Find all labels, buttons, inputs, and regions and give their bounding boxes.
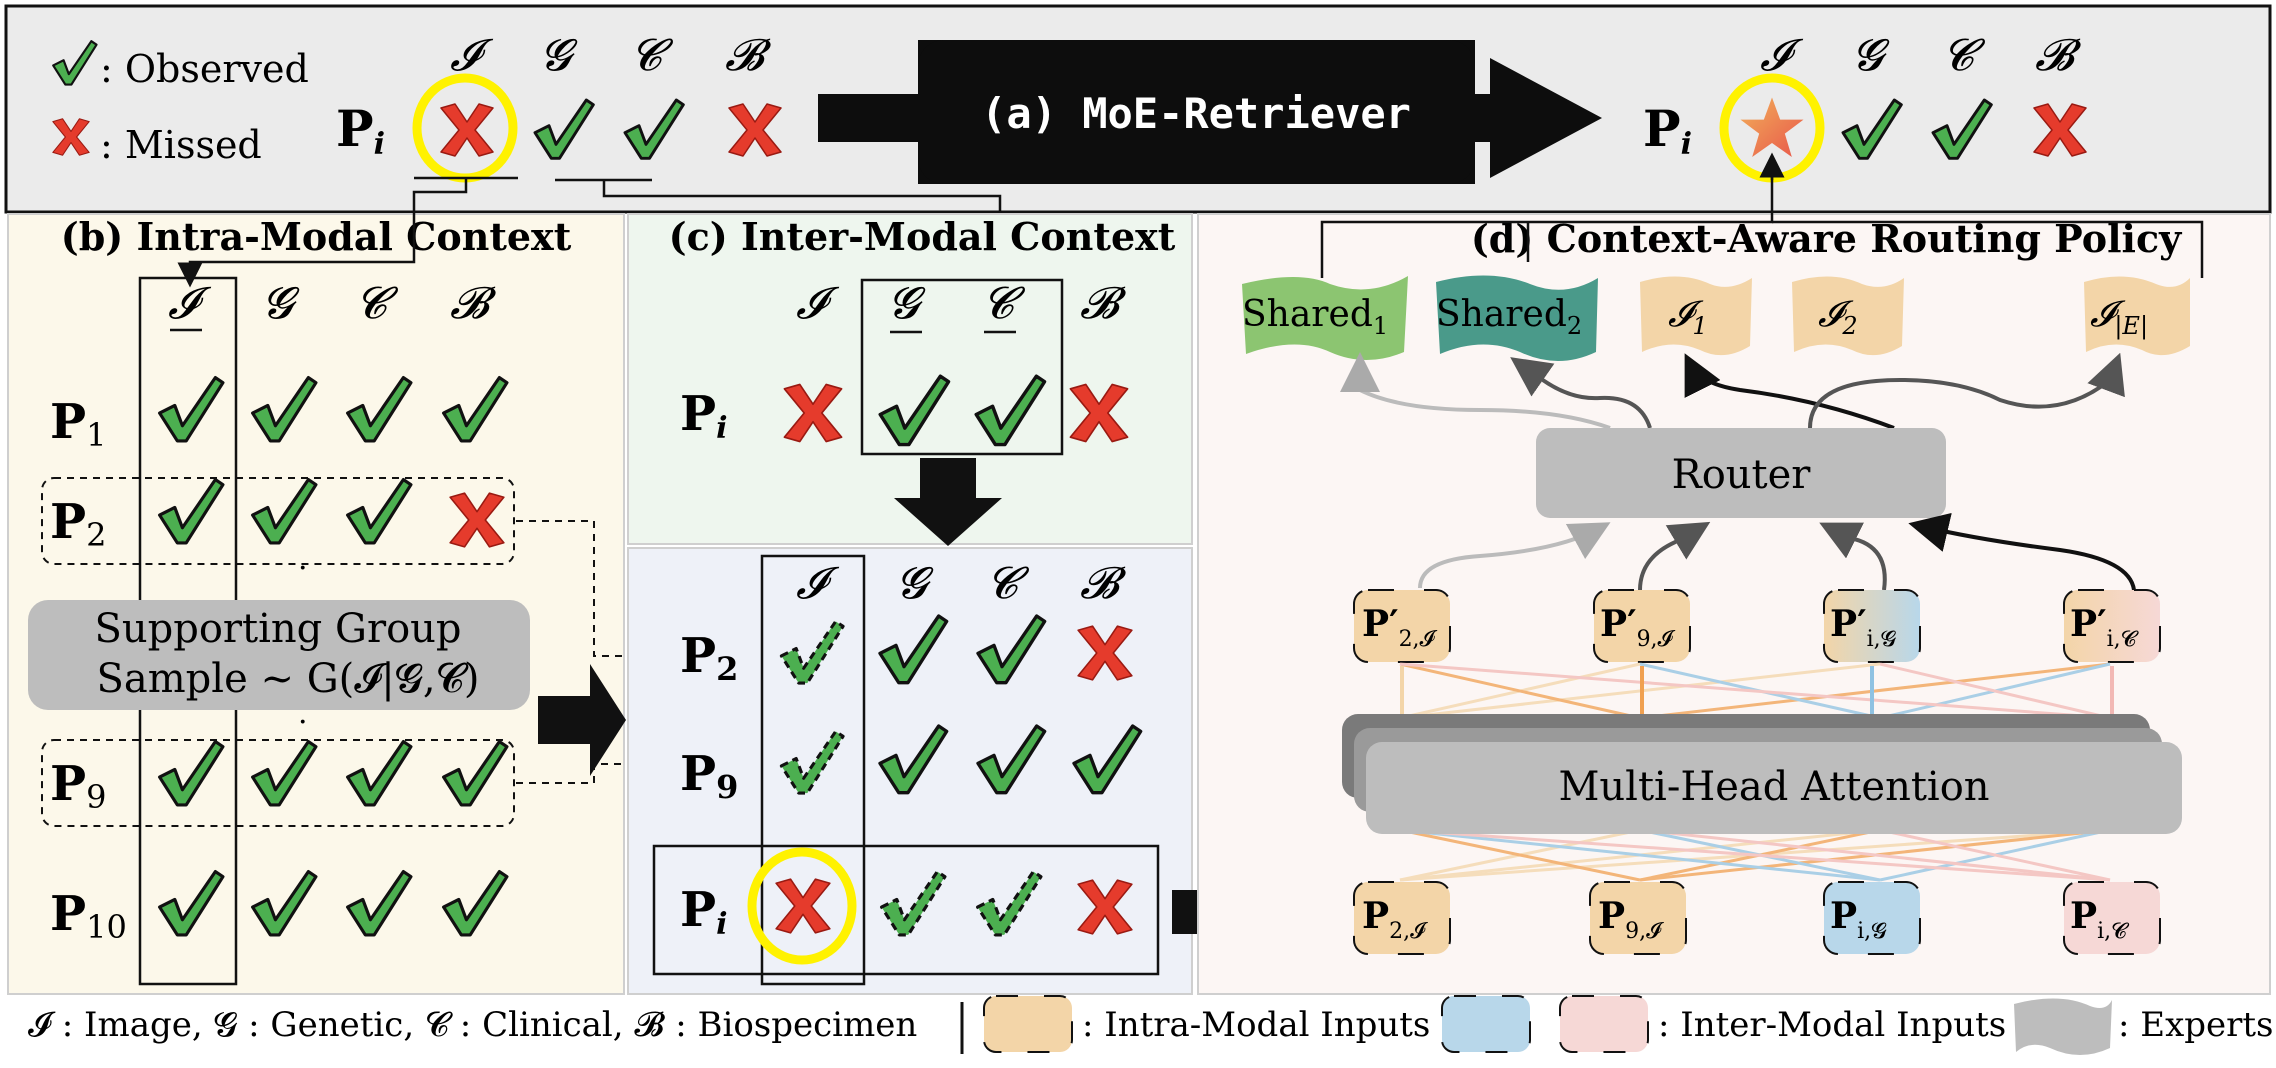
panel-b-title: (b) Intra-Modal Context <box>61 214 572 259</box>
top-right-patient: Pi <box>1643 99 1692 162</box>
expert-shared-1-label: Shared1 <box>1242 294 1388 340</box>
token-in-pi-G: Pi,𝓖 <box>1823 881 1921 955</box>
panel-c-gc-box <box>860 278 1064 456</box>
panel-b-row-p1: P1 <box>50 394 106 454</box>
supporting-group-line2: Sample ~ G(𝓘|𝓖,𝓒) <box>97 656 480 702</box>
legend-observed: : Observed <box>100 47 309 91</box>
panel-b-row-p2: P2 <box>50 494 106 554</box>
panel-c-I-column-box <box>760 554 866 986</box>
panel-c-title: (c) Inter-Modal Context <box>669 214 1176 259</box>
moe-retriever-box <box>918 40 1475 184</box>
svg-text:P′i,𝓖: P′i,𝓖 <box>1830 603 1897 652</box>
expert-image-E-label: 𝓘|E| <box>2090 294 2148 341</box>
legend-intra: : Intra-Modal Inputs <box>1082 1005 1430 1045</box>
panel-c-row-p2: P2 <box>680 628 738 688</box>
legend-experts: : Experts <box>2118 1005 2274 1045</box>
expert-image-E: 𝓘|E| <box>2084 276 2190 356</box>
token-in-pi-C: Pi,𝓒 <box>2063 881 2161 955</box>
svg-text:P′2,𝓘: P′2,𝓘 <box>1362 603 1438 652</box>
expert-shared-2-label: Shared2 <box>1436 294 1582 340</box>
token-in-p9-I: P9,𝓘 <box>1589 881 1687 955</box>
svg-text:Pi,𝓒: Pi,𝓒 <box>2070 895 2130 944</box>
panel-c-top <box>627 213 1193 545</box>
panel-b-row-p10: P10 <box>50 886 127 946</box>
highlight-circle <box>747 847 857 965</box>
token-out-pi-C: P′i,𝓒 <box>2063 589 2161 663</box>
svg-text:·: · <box>298 551 308 586</box>
expert-image-1: 𝓘1 <box>1640 276 1752 356</box>
svg-text:Pi,𝓖: Pi,𝓖 <box>1830 895 1887 944</box>
legend-experts-swatch <box>2014 998 2112 1055</box>
token-out-p2-I: P′2,𝓘 <box>1353 589 1451 663</box>
mha-label: Multi-Head Attention <box>1558 764 1989 810</box>
panel-b-row-p2-box <box>41 477 515 565</box>
svg-text:P9,𝓘: P9,𝓘 <box>1598 895 1664 944</box>
svg-text:P′9,𝓘: P′9,𝓘 <box>1600 603 1676 652</box>
svg-text:P′i,𝓒: P′i,𝓒 <box>2070 603 2140 652</box>
mha-box <box>1366 742 2182 834</box>
legend-inter: : Inter-Modal Inputs <box>1658 1005 2006 1045</box>
panel-b-row-p9-box <box>41 739 515 827</box>
panel-c-top-patient: Pi <box>680 386 728 446</box>
router-label: Router <box>1672 452 1812 498</box>
panel-c-row-pi: Pi <box>680 882 728 942</box>
panel-c-down-arrow <box>894 458 1002 546</box>
top-left-patient: Pi <box>336 99 385 162</box>
panel-d-title: (d) Context-Aware Routing Policy <box>1471 216 2182 261</box>
legend-intra-swatch <box>983 995 1073 1053</box>
legend-missed: : Missed <box>100 123 262 167</box>
svg-text:·: · <box>298 705 308 740</box>
expert-image-2: 𝓘2 <box>1792 276 1904 356</box>
footer-definitions: 𝓘 : Image, 𝓖 : Genetic, 𝓒 : Clinical, 𝓑 … <box>28 1005 917 1045</box>
legend-inter-swatch-pink <box>1559 995 1649 1053</box>
token-out-p9-I: P′9,𝓘 <box>1593 589 1691 663</box>
svg-text:P2,𝓘: P2,𝓘 <box>1362 895 1428 944</box>
token-out-pi-G: P′i,𝓖 <box>1823 589 1921 663</box>
legend-inter-swatch-blue <box>1441 995 1531 1053</box>
supporting-group-line1: Supporting Group <box>94 606 461 652</box>
panel-b-to-c-arrow <box>538 664 626 776</box>
supporting-group-box <box>28 600 530 710</box>
expert-image-1-label: 𝓘1 <box>1668 294 1708 340</box>
moe-retriever-label: (a) MoE-Retriever <box>981 89 1411 138</box>
panel-c-row-p9: P9 <box>680 746 738 806</box>
panel-b-row-p9: P9 <box>50 756 106 816</box>
expert-shared-2: Shared2 <box>1436 275 1598 361</box>
panel-c-row-pi-box <box>652 844 1160 976</box>
token-in-p2-I: P2,𝓘 <box>1353 881 1451 955</box>
router-box <box>1536 428 1946 518</box>
expert-shared-1: Shared1 <box>1242 276 1408 360</box>
